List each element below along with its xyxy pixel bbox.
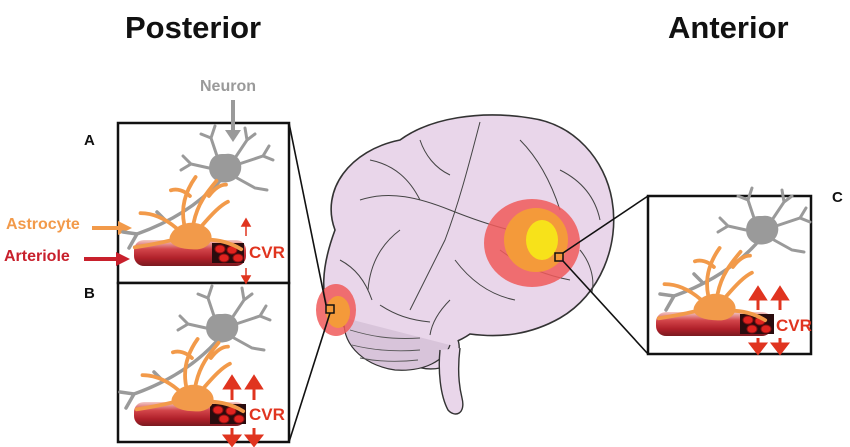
cvr-label-c: CVR [776,316,812,335]
panel-c-content [656,186,812,356]
panel-label-c: C [832,189,843,206]
brain-illustration [316,114,615,415]
panel-label-b: B [84,285,95,302]
cvr-label-b: CVR [249,405,285,424]
panel-label-a: A [84,132,95,149]
cvr-label-a: CVR [249,243,285,262]
panel-a-content [121,124,275,285]
posterior-heading: Posterior [125,10,262,45]
arteriole-label: Arteriole [4,248,70,265]
anterior-heading: Anterior [668,10,789,45]
neuron-label: Neuron [200,78,256,95]
panel-b-content [118,284,272,447]
zoom-connectors [288,122,649,443]
astrocyte-label: Astrocyte [6,216,80,233]
